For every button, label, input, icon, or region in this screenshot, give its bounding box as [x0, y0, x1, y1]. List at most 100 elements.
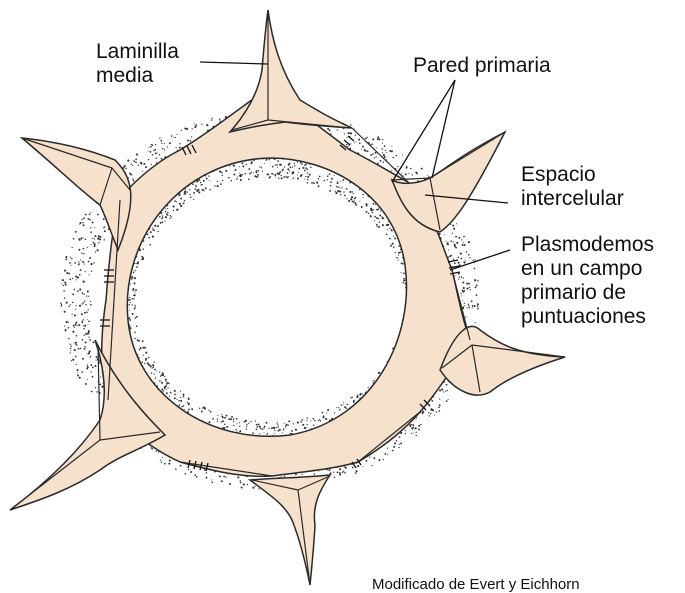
stipple-dot	[158, 154, 161, 156]
stipple-dot	[256, 176, 258, 178]
stipple-dot	[383, 156, 386, 159]
stipple-dot	[310, 166, 312, 169]
stipple-dot	[294, 473, 297, 476]
stipple-dot	[374, 215, 377, 218]
stipple-dot	[435, 411, 438, 413]
stipple-dot	[299, 175, 302, 177]
stipple-dot	[258, 488, 260, 490]
stipple-dot	[452, 258, 455, 260]
stipple-dot	[243, 420, 246, 423]
stipple-dot	[134, 270, 136, 272]
stipple-dot	[129, 318, 132, 321]
stipple-dot	[68, 272, 71, 275]
stipple-dot	[73, 326, 75, 328]
stipple-dot	[367, 212, 370, 214]
stipple-dot	[428, 412, 430, 414]
stipple-dot	[169, 391, 172, 394]
stipple-dot	[140, 163, 142, 166]
stipple-dot	[452, 224, 455, 227]
stipple-dot	[464, 259, 466, 262]
stipple-dot	[445, 383, 448, 386]
stipple-dot	[239, 430, 242, 433]
stipple-dot	[81, 292, 84, 294]
stipple-dot	[308, 173, 311, 176]
stipple-dot	[79, 269, 82, 271]
stipple-dot	[84, 324, 87, 327]
stipple-dot	[160, 139, 163, 142]
middle-lamella-lines	[9, 10, 566, 586]
stipple-dot	[461, 295, 463, 297]
stipple-dot	[310, 420, 312, 422]
stipple-dot	[375, 156, 377, 158]
stipple-dot	[404, 433, 407, 435]
stipple-dot	[98, 238, 102, 241]
junction-right-lower	[439, 325, 566, 396]
stipple-dot	[265, 421, 268, 424]
stipple-dot	[203, 407, 206, 410]
stipple-dot	[241, 162, 244, 165]
stipple-dot	[65, 301, 68, 304]
stipple-dot	[272, 173, 275, 175]
stipple-dot	[86, 364, 89, 366]
stipple-dot	[280, 174, 282, 177]
stipple-dot	[137, 262, 139, 265]
stipple-dot	[160, 376, 162, 378]
stipple-dot	[237, 476, 240, 479]
stipple-dot	[274, 173, 277, 177]
label-plasmo-line4: puntuaciones	[521, 305, 646, 328]
stipple-dot	[265, 158, 268, 161]
stipple-dot	[466, 287, 469, 290]
stipple-dot	[168, 142, 171, 145]
stipple-dot	[132, 288, 135, 291]
stipple-dot	[214, 185, 216, 187]
stipple-dot	[353, 200, 355, 202]
stipple-dot	[429, 412, 432, 415]
stipple-dot	[217, 414, 219, 416]
stipple-dot	[179, 403, 181, 405]
stipple-dot	[72, 325, 75, 327]
stipple-dot	[92, 237, 94, 239]
stipple-dot	[452, 241, 454, 243]
stipple-dot	[133, 298, 135, 300]
stipple-dot	[317, 185, 320, 188]
stipple-dot	[154, 225, 156, 227]
stipple-dot	[180, 197, 183, 200]
stipple-dot	[381, 148, 384, 150]
stipple-dot	[69, 347, 72, 349]
stipple-dot	[224, 416, 226, 419]
stipple-dot	[301, 163, 303, 165]
stipple-dot	[225, 169, 228, 172]
stipple-dot	[391, 242, 394, 245]
stipple-dot	[178, 202, 181, 205]
stipple-dot	[78, 304, 82, 307]
stipple-dot	[211, 481, 214, 483]
stipple-dot	[461, 239, 463, 241]
stipple-dot	[352, 193, 354, 195]
stipple-dot	[75, 335, 78, 337]
stipple-dot	[71, 313, 73, 315]
stipple-dot	[475, 294, 478, 296]
stipple-dot	[354, 196, 357, 199]
stipple-dot	[335, 185, 338, 188]
stipple-dot	[331, 177, 333, 180]
stipple-dot	[401, 154, 404, 156]
stipple-dot	[188, 408, 190, 411]
stipple-dot	[152, 364, 155, 367]
stipple-dot	[248, 168, 251, 170]
stipple-dot	[141, 361, 143, 363]
stipple-dot	[99, 236, 102, 238]
stipple-dot	[61, 303, 63, 306]
stipple-dot	[271, 427, 273, 430]
stipple-dot	[162, 391, 164, 393]
stipple-dot	[178, 400, 180, 402]
stipple-dot	[162, 389, 164, 392]
stipple-dot	[186, 191, 189, 193]
stipple-dot	[176, 208, 179, 211]
stipple-dot	[72, 237, 75, 240]
stipple-dot	[254, 485, 256, 487]
stipple-dot	[304, 178, 306, 180]
stipple-dot	[82, 222, 84, 224]
stipple-dot	[338, 186, 340, 188]
stipple-dot	[86, 366, 89, 369]
stipple-dot	[415, 171, 418, 174]
